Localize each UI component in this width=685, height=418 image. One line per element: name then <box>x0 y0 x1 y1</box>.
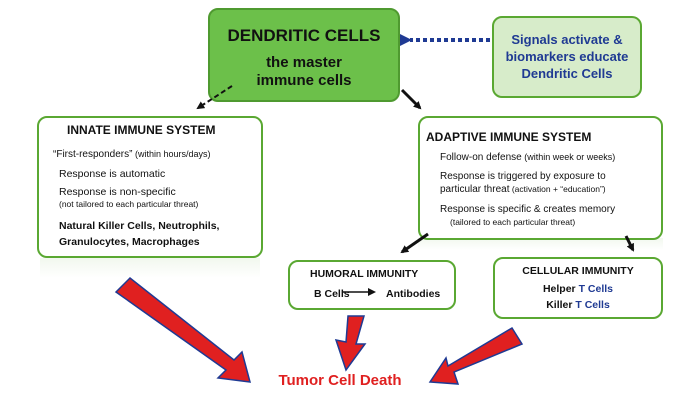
cellular-helper-a: Helper <box>542 283 579 295</box>
adaptive-triggered-2: particular threat (activation + “educati… <box>440 184 606 195</box>
innate-first-b: (within hours/days) <box>132 149 211 159</box>
humoral-antibodies: Antibodies <box>386 288 441 300</box>
dendritic-cells-box: DENDRITIC CELLS the master immune cells <box>208 8 400 102</box>
dendritic-title: DENDRITIC CELLS <box>227 26 381 45</box>
adaptive-triggered-2b: (activation + “education”) <box>509 184 606 194</box>
cellular-title: CELLULAR IMMUNITY <box>522 265 634 277</box>
humoral-title: HUMORAL IMMUNITY <box>310 268 419 280</box>
cellular-to-tumor-arrow <box>428 326 524 385</box>
signals-line-2: biomarkers educate <box>505 49 629 64</box>
innate-cells-1: Natural Killer Cells, Neutrophils, <box>59 220 220 232</box>
cellular-helper-b: T Cells <box>578 283 614 295</box>
cellular-killer-a: Killer <box>546 299 576 311</box>
adaptive-specific-note: (tailored to each particular threat) <box>450 217 576 227</box>
innate-first-a: “First-responders” <box>53 149 133 160</box>
humoral-to-tumor-arrow <box>334 315 367 372</box>
innate-automatic: Response is automatic <box>59 168 166 180</box>
adaptive-followon-b: (within week or weeks) <box>521 152 616 162</box>
dendritic-subtitle-1: the master <box>266 54 342 71</box>
adaptive-followon-a: Follow-on defense <box>440 152 522 163</box>
adaptive-followon: Follow-on defense (within week or weeks) <box>440 152 615 163</box>
cellular-immunity-box: CELLULAR IMMUNITY Helper T Cells Killer … <box>493 257 663 319</box>
adaptive-title: ADAPTIVE IMMUNE SYSTEM <box>426 130 592 144</box>
innate-nonspecific: Response is non-specific <box>59 186 176 198</box>
innate-title: INNATE IMMUNE SYSTEM <box>67 123 216 137</box>
dendritic-subtitle-2: immune cells <box>256 72 352 89</box>
innate-nonspecific-note: (not tailored to each particular threat) <box>59 199 199 209</box>
humoral-immunity-box: HUMORAL IMMUNITY B Cells Antibodies <box>288 260 456 310</box>
adaptive-to-humoral-arrow <box>400 232 429 254</box>
humoral-b-cells: B Cells <box>314 288 350 300</box>
adaptive-triggered-2a: particular threat <box>440 184 510 195</box>
adaptive-to-cellular-arrow <box>624 235 635 252</box>
signals-line-3: Dendritic Cells <box>521 66 613 81</box>
dendritic-to-adaptive-arrow <box>400 88 422 110</box>
innate-first-responders: “First-responders” (within hours/days) <box>53 149 211 160</box>
adaptive-specific: Response is specific & creates memory <box>440 204 616 215</box>
innate-to-tumor-arrow <box>114 276 252 383</box>
cellular-helper: Helper T Cells <box>495 283 661 295</box>
tumor-cell-death-label: Tumor Cell Death <box>278 372 402 389</box>
dendritic-to-innate-arrow <box>196 85 233 110</box>
signals-box: Signals activate & biomarkers educate De… <box>492 16 642 98</box>
adaptive-immune-box: ADAPTIVE IMMUNE SYSTEM Follow-on defense… <box>418 116 663 240</box>
signals-line-1: Signals activate & <box>511 32 623 47</box>
reflection-adaptive <box>418 238 663 250</box>
innate-cells-2: Granulocytes, Macrophages <box>59 236 200 248</box>
innate-immune-box: INNATE IMMUNE SYSTEM “First-responders” … <box>37 116 263 258</box>
cellular-killer-b: T Cells <box>575 299 610 311</box>
cellular-killer: Killer T Cells <box>495 299 661 311</box>
adaptive-triggered-1: Response is triggered by exposure to <box>440 171 606 182</box>
reflection-innate <box>40 258 260 278</box>
